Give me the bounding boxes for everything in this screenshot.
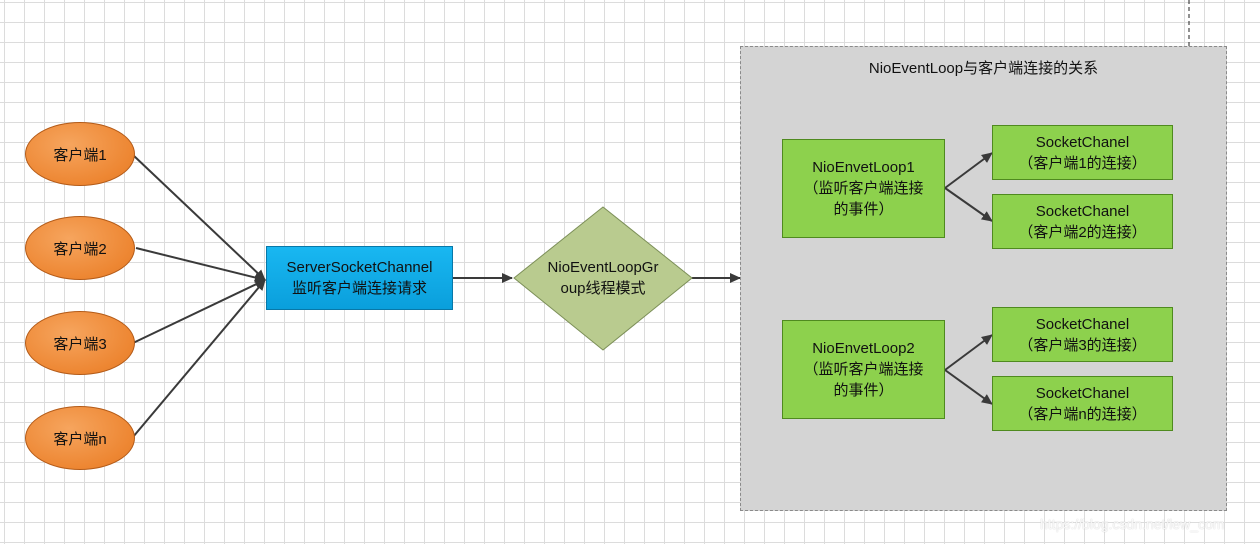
server-label-line1: ServerSocketChannel	[286, 259, 433, 276]
client-3-node: 客户端3	[25, 311, 135, 375]
socket-channel-3-box: SocketChanel （客户端3的连接）	[992, 307, 1173, 362]
loop2-line1: NioEnvetLoop2	[812, 340, 915, 357]
loop2-line3: 的事件）	[833, 382, 894, 399]
channel2-line1: SocketChanel	[1035, 202, 1130, 220]
relation-frame: NioEventLoop与客户端连接的关系	[740, 46, 1227, 511]
socket-channel-1-box: SocketChanel （客户端1的连接）	[992, 125, 1173, 180]
nio-event-loop-2-box: NioEnvetLoop2 （监听客户端连接 的事件）	[782, 320, 945, 419]
loop-group-diamond	[513, 206, 693, 351]
client-n-node: 客户端n	[25, 406, 135, 470]
arrow-loop2-channel3	[944, 334, 993, 371]
loop-group-label-line1: NioEventLoopGr	[547, 259, 659, 276]
loop2-line2: （监听客户端连接	[803, 361, 924, 378]
client-1-label: 客户端1	[53, 146, 107, 164]
server-label-line2: 监听客户端连接请求	[291, 280, 427, 297]
channeln-line2: （客户端n的连接）	[1018, 405, 1147, 423]
client-n-label: 客户端n	[53, 430, 107, 448]
arrow-clientn-server	[132, 279, 266, 438]
client-2-label: 客户端2	[53, 240, 107, 258]
relation-title: NioEventLoop与客户端连接的关系	[868, 60, 1099, 77]
arrow-loop2-channeln	[944, 369, 993, 405]
client-3-label: 客户端3	[53, 335, 107, 353]
socket-channel-n-box: SocketChanel （客户端n的连接）	[992, 376, 1173, 431]
channel3-line2: （客户端3的连接）	[1018, 336, 1147, 354]
socket-channel-2-box: SocketChanel （客户端2的连接）	[992, 194, 1173, 249]
loop-group-label-line2: oup线程模式	[560, 280, 646, 297]
loop1-line3: 的事件）	[833, 201, 894, 218]
loop1-line1: NioEnvetLoop1	[812, 159, 915, 176]
arrow-loop1-channel1	[944, 152, 993, 189]
channel3-line1: SocketChanel	[1035, 315, 1130, 333]
arrow-loop1-channel2	[944, 187, 993, 222]
arrow-client1-server	[132, 154, 266, 281]
client-1-node: 客户端1	[25, 122, 135, 186]
arrow-client3-server	[132, 279, 266, 344]
channeln-line1: SocketChanel	[1035, 384, 1130, 402]
nio-event-loop-1-box: NioEnvetLoop1 （监听客户端连接 的事件）	[782, 139, 945, 238]
channel1-line1: SocketChanel	[1035, 133, 1130, 151]
loop-group-label: NioEventLoopGr oup线程模式	[524, 256, 682, 300]
client-2-node: 客户端2	[25, 216, 135, 280]
arrow-client2-server	[135, 247, 266, 283]
channel1-line2: （客户端1的连接）	[1018, 154, 1147, 172]
server-socket-channel-box: ServerSocketChannel 监听客户端连接请求	[266, 246, 453, 310]
loop1-line2: （监听客户端连接	[803, 180, 924, 197]
watermark: https://blog.csdn.net/lew_com	[1040, 516, 1225, 532]
channel2-line2: （客户端2的连接）	[1018, 223, 1147, 241]
